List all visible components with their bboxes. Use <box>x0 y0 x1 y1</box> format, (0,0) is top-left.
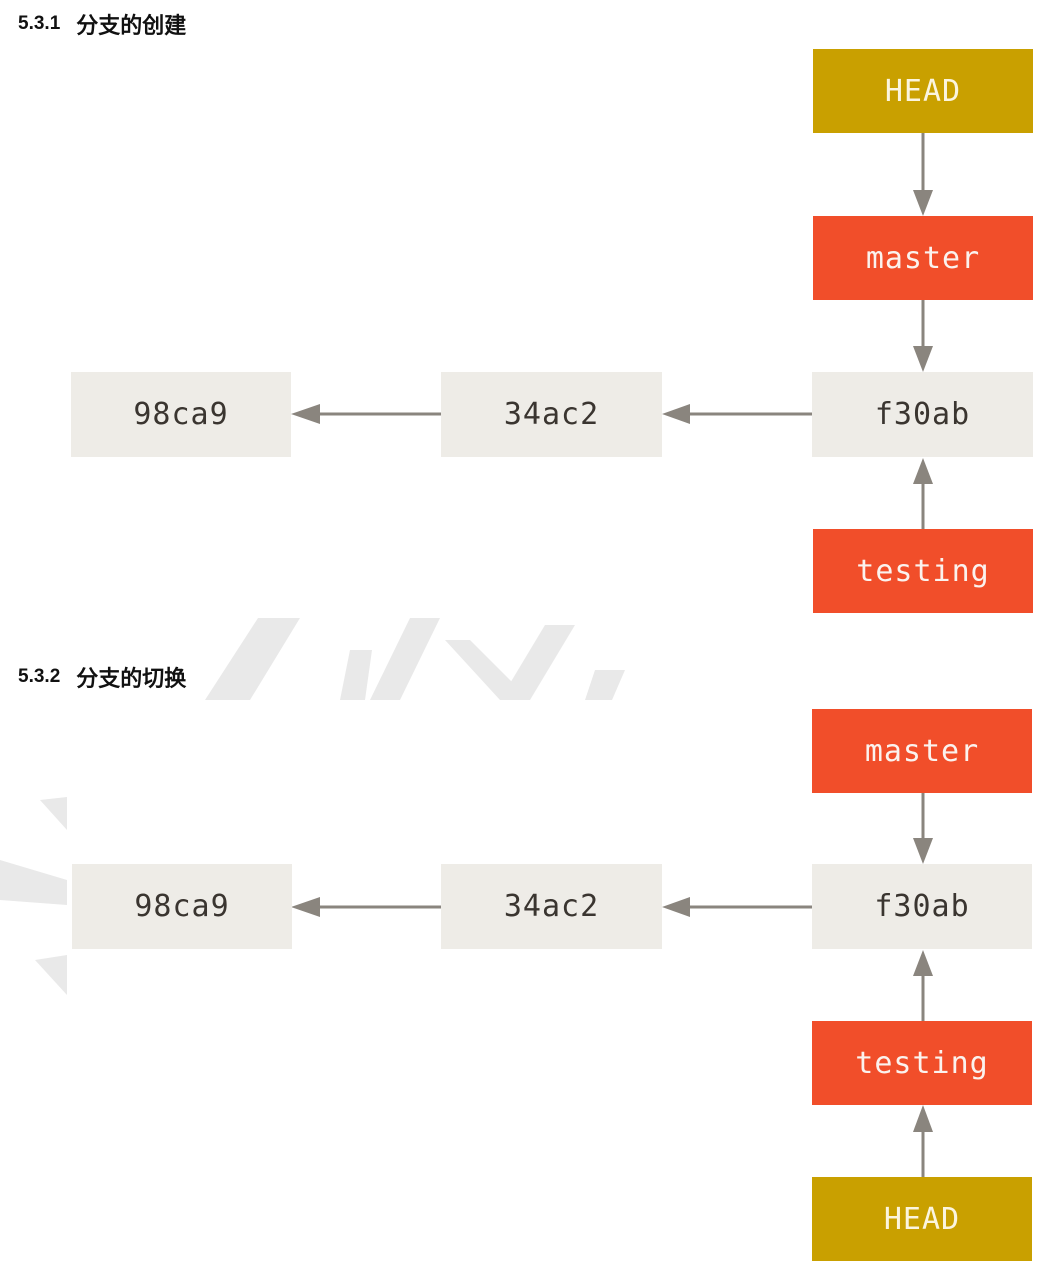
branch-testing: testing <box>812 1021 1032 1105</box>
commit-node: f30ab <box>812 372 1033 457</box>
arrow-testing-to-f30ab-2 <box>913 950 933 1021</box>
section-heading-creation: 5.3.1 分支的创建 <box>18 9 186 39</box>
arrow-testing-to-f30ab-1 <box>913 458 933 529</box>
head-pointer: HEAD <box>813 49 1033 133</box>
arrow-head-to-master-1 <box>913 133 933 216</box>
section-title: 分支的切换 <box>76 667 187 692</box>
section-title: 分支的创建 <box>76 14 187 39</box>
branch-testing: testing <box>813 529 1033 613</box>
section-heading-switching: 5.3.2 分支的切换 <box>18 662 186 692</box>
arrow-master-to-f30ab-1 <box>913 300 933 372</box>
section-number: 5.3.1 <box>18 13 61 34</box>
commit-node: f30ab <box>812 864 1032 949</box>
head-pointer: HEAD <box>812 1177 1032 1261</box>
arrow-f30ab-to-34ac2-1 <box>662 404 812 424</box>
branch-master: master <box>812 709 1032 793</box>
arrow-head-to-testing-2 <box>913 1105 933 1177</box>
arrow-34ac2-to-98ca9-1 <box>291 404 441 424</box>
arrow-34ac2-to-98ca9-2 <box>291 897 441 917</box>
commit-node: 34ac2 <box>441 372 662 457</box>
section-number: 5.3.2 <box>18 666 61 687</box>
branch-master: master <box>813 216 1033 300</box>
commit-node: 98ca9 <box>71 372 291 457</box>
arrow-f30ab-to-34ac2-2 <box>662 897 812 917</box>
commit-node: 34ac2 <box>441 864 662 949</box>
arrow-master-to-f30ab-2 <box>913 793 933 864</box>
commit-node: 98ca9 <box>72 864 292 949</box>
